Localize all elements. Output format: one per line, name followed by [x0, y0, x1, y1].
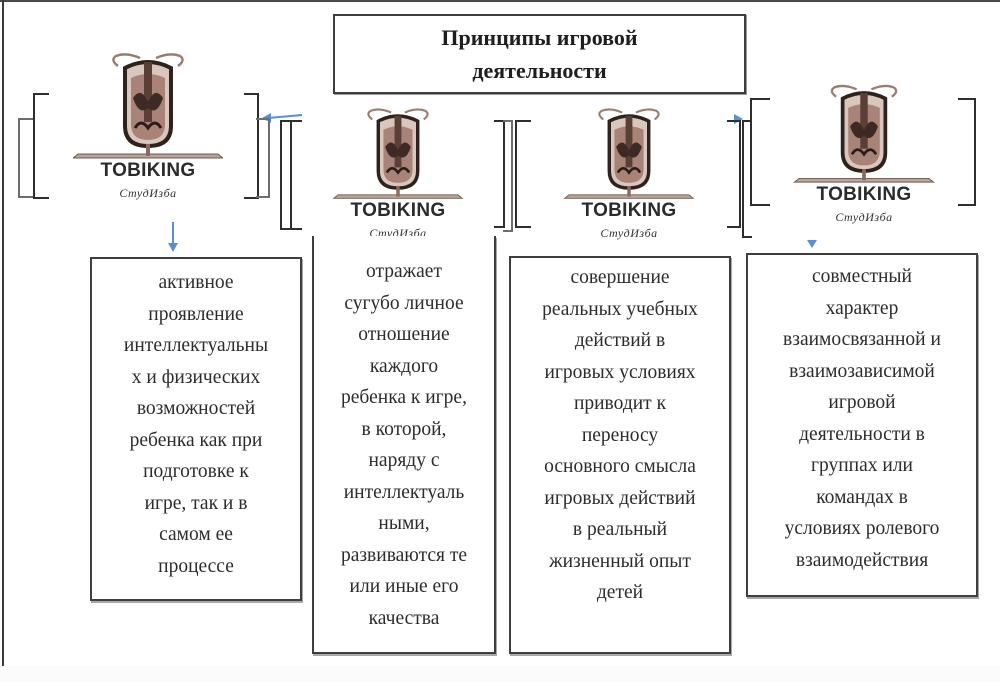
text-line: действий в: [574, 330, 666, 351]
category-box-1-left: [33, 93, 49, 199]
text-line: приводит к: [573, 393, 667, 414]
text-line: отражает: [366, 261, 442, 282]
text-line: совместный: [812, 266, 912, 287]
text-line: интеллектуальны: [123, 335, 269, 356]
arrow-head-right-icon: [734, 114, 743, 124]
text-line: взаимозависимой: [789, 360, 935, 382]
category-box-2-right: [493, 120, 505, 228]
watermark-brand: TOBIKING: [350, 200, 446, 221]
principle-text-4: совместный характер взаимосвязанной и вз…: [748, 261, 976, 576]
text-line: каждого: [369, 355, 439, 377]
text-line: группах или: [811, 455, 913, 476]
watermark-brand: TOBIKING: [100, 160, 196, 181]
category-box-4-left: [750, 98, 772, 206]
category-box-3-right: [727, 120, 741, 228]
watermark-brand: TOBIKING: [581, 200, 677, 221]
text-line: интеллектуаль: [343, 481, 465, 503]
principle-box-1: активное проявление интеллектуальны х и …: [90, 257, 302, 601]
text-line: реальных учебных: [542, 298, 698, 320]
text-line: х и физических: [131, 366, 261, 388]
text-line: развиваются те: [340, 544, 468, 566]
watermark-logo-2: TOBIKING СтудИзба: [302, 104, 494, 256]
watermark-subtitle: СтудИзба: [835, 210, 893, 224]
text-line: самом ее: [159, 524, 233, 545]
frame-left-border: [2, 0, 4, 668]
frame-bottom-area: [0, 666, 1000, 682]
text-line: взаимодействия: [795, 549, 929, 571]
arrow-head-down-4-icon: [807, 240, 817, 248]
text-line: игровых действий: [544, 487, 696, 509]
category-box-2-left: [290, 120, 302, 230]
watermark-subtitle: СтудИзба: [600, 226, 658, 240]
text-line: ребенка к игре,: [341, 387, 467, 408]
principle-text-2: отражает сугубо личное отношение каждого…: [314, 256, 494, 634]
text-line: совершение: [570, 267, 670, 288]
text-line: игре, так и в: [144, 492, 248, 514]
connector-arrow-down-1: [172, 222, 174, 244]
text-line: игровых условиях: [544, 361, 696, 383]
text-line: ными,: [378, 513, 430, 534]
watermark-subtitle: СтудИзба: [119, 186, 177, 200]
category-box-2-outer-left: [280, 120, 296, 230]
watermark-logo-4: TOBIKING СтудИзба: [770, 80, 958, 238]
principle-box-4: совместный характер взаимосвязанной и вз…: [746, 253, 978, 597]
text-line: активное: [158, 272, 234, 293]
text-line: деятельности в: [799, 423, 925, 445]
text-line: качества: [368, 607, 440, 629]
category-box-1-outer-left: [18, 118, 34, 198]
text-line: или иные его: [349, 576, 459, 597]
text-line: подготовке к: [143, 461, 249, 482]
category-box-1-outer-right: [256, 118, 270, 198]
diagram-title-box: Принципы игровой деятельности: [333, 14, 746, 94]
text-line: условиях ролевого: [784, 518, 940, 539]
text-line: характер: [825, 297, 899, 319]
emblem-icon: [73, 53, 223, 159]
text-line: возможностей: [136, 398, 256, 419]
category-box-4-outer-left: [742, 120, 752, 238]
text-line: основного смысла: [544, 456, 696, 477]
watermark-logo-1: TOBIKING СтудИзба: [52, 48, 244, 218]
text-line: проявление: [148, 303, 244, 325]
text-line: взаимосвязанной и: [783, 329, 941, 350]
arrow-head-down-1-icon: [168, 243, 178, 252]
category-box-1-right: [243, 93, 259, 199]
emblem-icon: [563, 108, 695, 199]
category-box-2-outer-right: [503, 120, 513, 232]
principle-text-1: активное проявление интеллектуальны х и …: [92, 267, 300, 582]
title-line-1: Принципы игровой: [441, 25, 638, 50]
text-line: ребенка как при: [129, 429, 263, 451]
diagram-title: Принципы игровой деятельности: [410, 21, 670, 87]
text-line: наряду с: [368, 450, 440, 471]
text-line: в реальный: [572, 519, 668, 540]
principle-box-2: отражает сугубо личное отношение каждого…: [312, 236, 496, 654]
category-box-4-right: [958, 98, 976, 206]
title-line-2: деятельности: [472, 58, 607, 83]
emblem-icon: [793, 84, 935, 183]
text-line: сугубо личное: [344, 292, 464, 314]
watermark-logo-3: TOBIKING СтудИзба: [533, 104, 725, 256]
frame-top-border: [0, 0, 1000, 2]
emblem-icon: [332, 108, 464, 199]
principle-box-3: совершение реальных учебных действий в и…: [509, 256, 731, 654]
text-line: в которой,: [361, 418, 447, 440]
principle-text-3: совершение реальных учебных действий в и…: [511, 262, 729, 609]
text-line: процессе: [158, 555, 234, 577]
text-line: командах в: [816, 486, 908, 508]
text-line: отношение: [358, 324, 450, 345]
text-line: переносу: [581, 424, 659, 446]
text-line: жизненный опыт: [549, 550, 691, 572]
text-line: детей: [596, 582, 644, 603]
watermark-brand: TOBIKING: [816, 184, 912, 205]
text-line: игровой: [828, 392, 896, 413]
category-box-3-left: [515, 120, 531, 228]
